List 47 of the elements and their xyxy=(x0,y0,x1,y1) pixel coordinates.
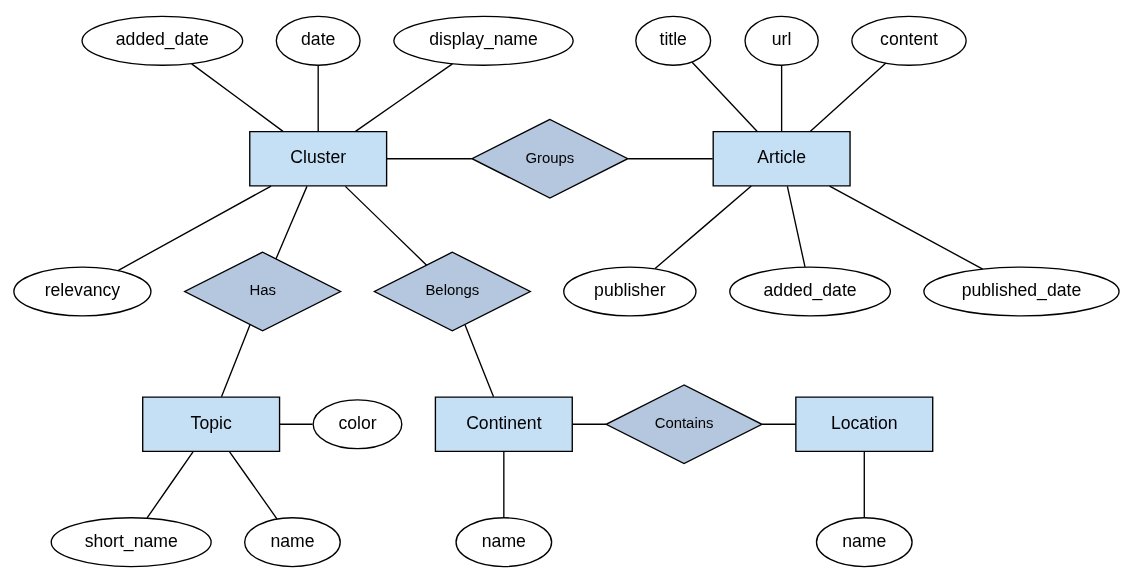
connector xyxy=(691,61,758,132)
connector xyxy=(761,423,797,425)
connector xyxy=(863,450,865,518)
node-ellipse: added_date xyxy=(729,265,892,317)
node-ellipse: short_name xyxy=(50,516,212,567)
connector xyxy=(220,323,251,397)
connector xyxy=(386,157,473,159)
node-box: Continent xyxy=(434,396,573,452)
connector xyxy=(344,185,428,266)
connector xyxy=(275,185,308,259)
node-ellipse: published_date xyxy=(923,265,1120,317)
connector xyxy=(786,185,806,268)
node-box: Topic xyxy=(142,396,281,452)
node-ellipse: title xyxy=(635,15,712,66)
node-ellipse: display_name xyxy=(393,15,574,66)
connector xyxy=(317,64,319,132)
connector xyxy=(828,184,984,270)
node-box: Cluster xyxy=(249,130,388,186)
connector xyxy=(627,157,714,159)
connector xyxy=(464,323,495,397)
node-ellipse: url xyxy=(744,15,819,66)
node-ellipse: publisher xyxy=(563,265,697,317)
node-diamond: Belongs xyxy=(372,250,532,332)
connector xyxy=(354,62,454,132)
node-box: Location xyxy=(795,396,934,452)
node-ellipse: name xyxy=(455,516,553,567)
node-ellipse: name xyxy=(244,516,341,567)
node-ellipse: content xyxy=(851,15,967,66)
node-box: Article xyxy=(712,130,851,186)
connector xyxy=(654,184,752,269)
node-diamond: Has xyxy=(183,250,343,332)
connector xyxy=(228,450,278,520)
connector xyxy=(503,450,505,518)
connector xyxy=(571,423,607,425)
node-ellipse: relevancy xyxy=(13,265,152,317)
node-ellipse: added_date xyxy=(81,15,244,66)
connector xyxy=(780,64,783,132)
node-ellipse: color xyxy=(312,398,403,449)
connector xyxy=(279,423,314,425)
node-diamond: Groups xyxy=(470,118,630,199)
node-ellipse: date xyxy=(275,15,361,66)
connector xyxy=(191,62,284,132)
node-diamond: Contains xyxy=(604,383,764,464)
connector xyxy=(117,184,272,271)
node-ellipse: name xyxy=(815,516,913,567)
connector xyxy=(146,450,194,519)
connector xyxy=(809,62,887,132)
